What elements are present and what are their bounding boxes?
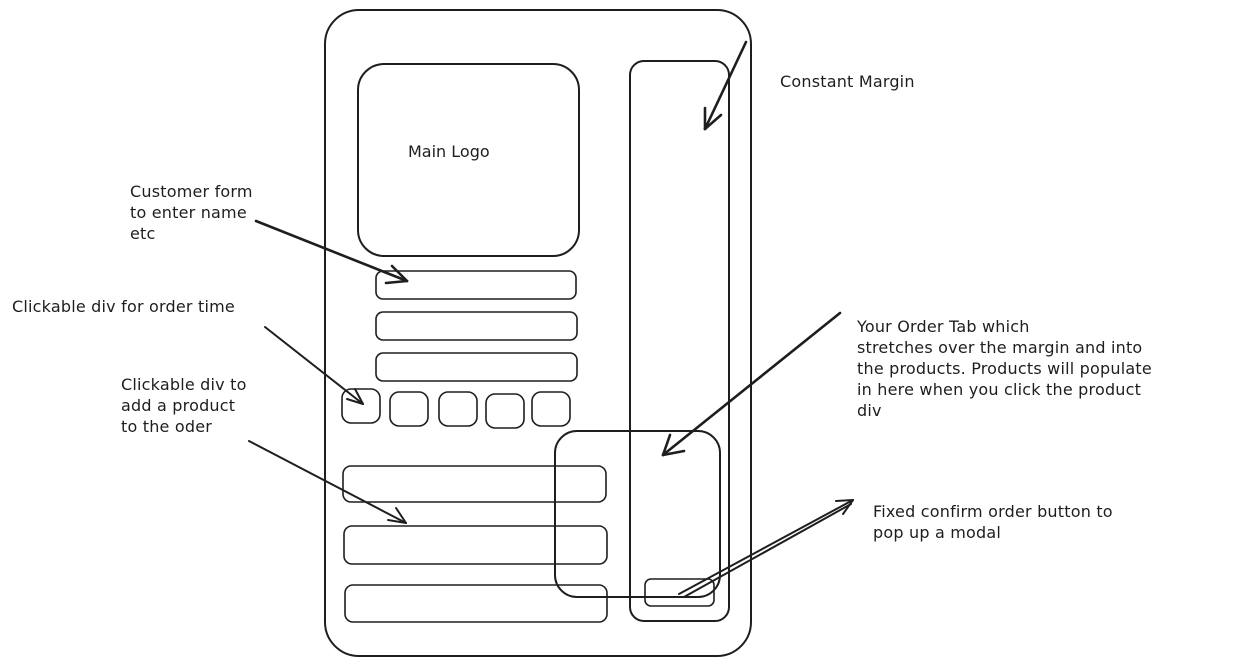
customer-form-field-3[interactable]: [375, 352, 578, 382]
confirm-order-button[interactable]: [644, 578, 715, 607]
order-tab-label: Your Order Tab which stretches over the …: [857, 317, 1152, 420]
product-row-1[interactable]: [342, 465, 607, 503]
customer-form-arrow: [254, 219, 409, 285]
customer-form-field-name[interactable]: [375, 270, 577, 300]
order-time-arrow: [264, 326, 364, 405]
order-time-slot-3[interactable]: [438, 391, 478, 427]
order-tab-arrow: [661, 311, 842, 457]
customer-form-field-2[interactable]: [375, 311, 578, 341]
constant-margin-arrow: [703, 40, 748, 131]
order-time-slot-1[interactable]: [341, 388, 381, 424]
product-row-2[interactable]: [343, 525, 608, 565]
constant-margin-label: Constant Margin: [780, 72, 915, 91]
product-row-3[interactable]: [344, 584, 608, 623]
add-product-arrow: [248, 440, 407, 524]
constant-margin-column: [629, 60, 730, 622]
order-time-slot-2[interactable]: [389, 391, 429, 427]
order-time-slot-5[interactable]: [531, 391, 571, 427]
confirm-button-label: Fixed confirm order button to pop up a m…: [873, 502, 1113, 542]
order-time-label: Clickable div for order time: [12, 297, 235, 316]
confirm-button-arrow: [678, 499, 854, 598]
order-tab-panel[interactable]: [554, 430, 721, 598]
order-time-slot-4[interactable]: [485, 393, 525, 429]
customer-form-label: Customer form to enter name etc: [130, 182, 253, 243]
main-logo-label: Main Logo: [408, 142, 490, 161]
main-logo-box: [357, 63, 580, 257]
device-frame: [324, 9, 752, 657]
add-product-label: Clickable div to add a product to the od…: [121, 375, 247, 436]
